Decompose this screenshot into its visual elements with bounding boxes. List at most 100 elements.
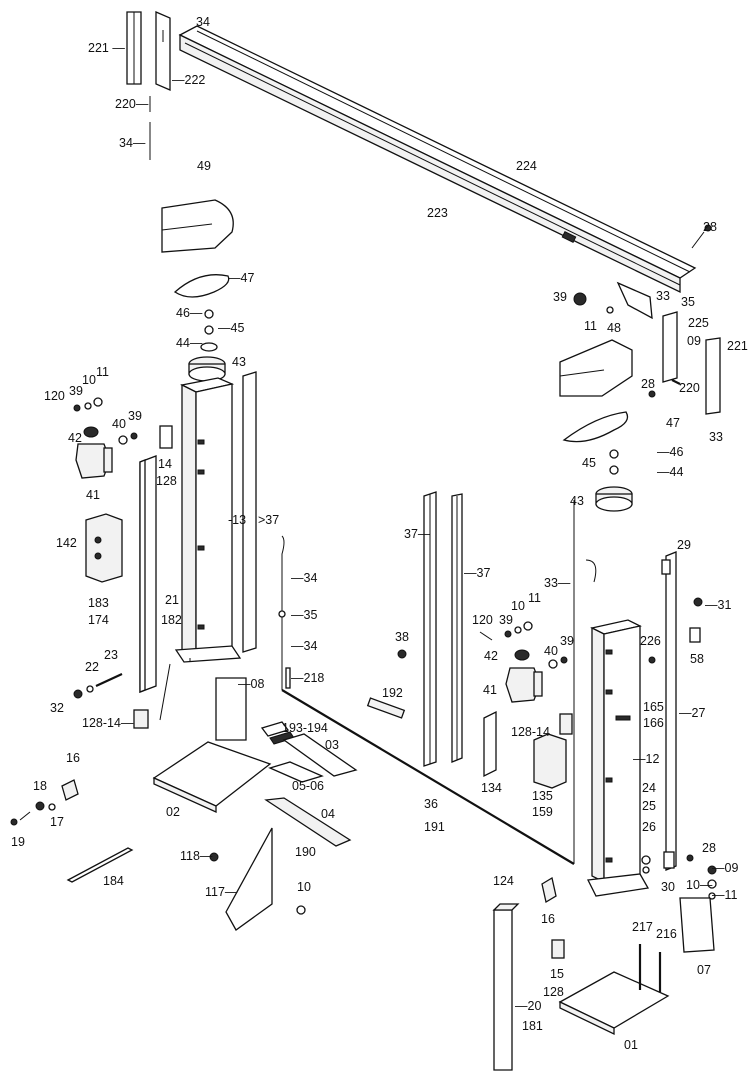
part-label-43a: 43 — [232, 355, 246, 369]
part-label-16b: 16 — [541, 912, 555, 926]
part-label-40a: 40 — [112, 417, 126, 431]
part-label-37c: —37 — [464, 566, 490, 580]
part-label-47a: —47 — [228, 271, 254, 285]
part-label-193-194: 193-194 — [282, 721, 328, 735]
part-label-48: 48 — [607, 321, 621, 335]
part-label-42b: 42 — [484, 649, 498, 663]
part-label-37a: >37 — [258, 513, 279, 527]
part-label-217: 217 — [632, 920, 653, 934]
part-label-16a: 16 — [66, 751, 80, 765]
part-label-10a: 10 — [82, 373, 96, 387]
part-label-174: 174 — [88, 613, 109, 627]
part-label-21: 21 — [165, 593, 179, 607]
part-label-30: 30 — [661, 880, 675, 894]
part-label-15: 15 — [550, 967, 564, 981]
part-label-46a: 46— — [176, 306, 203, 320]
part-label-32: 32 — [50, 701, 64, 715]
part-label-42a: 42 — [68, 431, 82, 445]
part-label-47b: 47 — [666, 416, 680, 430]
top-left-channels — [126, 11, 171, 160]
part-label-08: —08 — [238, 677, 264, 691]
left-cable — [278, 535, 291, 690]
part-label-41b: 41 — [483, 683, 497, 697]
part-label-33a: 33 — [656, 289, 670, 303]
left-lock-parts — [73, 663, 171, 729]
overhead-beam — [178, 25, 697, 320]
part-label-218: —218 — [291, 671, 324, 685]
part-label-120b: 120 — [472, 613, 493, 627]
right-base-parts — [541, 865, 717, 1036]
part-label-128-14a: 128-14— — [82, 716, 134, 730]
part-label-34a: 34 — [196, 15, 210, 29]
part-label-13: -13 — [228, 513, 246, 527]
part-label-117: 117— — [205, 885, 238, 899]
part-label-11d: —11 — [712, 888, 738, 902]
part-label-134: 134 — [481, 781, 502, 795]
part-label-33b: 33 — [709, 430, 723, 444]
part-label-01: 01 — [624, 1038, 638, 1052]
part-label-03: 03 — [325, 738, 339, 752]
left-guard-plate — [209, 827, 306, 931]
part-label-220a: 220— — [115, 97, 149, 111]
right-motor — [479, 621, 568, 703]
part-label-192: 192 — [382, 686, 403, 700]
part-label-17: 17 — [50, 815, 64, 829]
part-label-128a: 128 — [156, 474, 177, 488]
part-label-45b: 45 — [582, 456, 596, 470]
part-label-39e: 39 — [560, 634, 574, 648]
part-label-09a: 09 — [687, 334, 701, 348]
part-label-05-06: 05-06 — [292, 779, 324, 793]
part-label-31: —31 — [705, 598, 731, 612]
left-cover-strip — [242, 371, 257, 653]
left-small-plates — [260, 721, 358, 847]
left-side-panel — [139, 455, 157, 693]
part-label-44b: —44 — [657, 465, 683, 479]
part-label-04: 04 — [321, 807, 335, 821]
part-label-41a: 41 — [86, 488, 100, 502]
part-label-14a: 14 — [158, 457, 172, 471]
part-label-191: 191 — [424, 820, 445, 834]
center-covers — [366, 491, 463, 767]
part-label-28a: 28 — [703, 220, 717, 234]
part-label-35b: —35 — [291, 608, 317, 622]
part-label-184: 184 — [103, 874, 124, 888]
part-label-142: 142 — [56, 536, 77, 550]
part-label-39c: 39 — [128, 409, 142, 423]
part-label-29: 29 — [677, 538, 691, 552]
part-label-165: 165 — [643, 700, 664, 714]
right-belt — [562, 411, 629, 443]
left-motor-cover — [161, 199, 234, 253]
part-label-19: 19 — [11, 835, 25, 849]
left-column — [174, 377, 242, 663]
left-pulley-stack — [188, 309, 226, 382]
part-label-20: —20 — [515, 999, 541, 1013]
part-label-09b: —09 — [712, 861, 738, 875]
right-motor-cover — [559, 339, 633, 397]
right-top-hardware — [573, 224, 721, 415]
part-label-45a: —45 — [218, 321, 244, 335]
left-control-box — [85, 513, 123, 583]
part-label-216: 216 — [656, 927, 677, 941]
part-label-58: 58 — [690, 652, 704, 666]
part-label-28c: 28 — [702, 841, 716, 855]
part-label-181: 181 — [522, 1019, 543, 1033]
part-label-27: —27 — [679, 706, 705, 720]
part-label-34b: 34— — [119, 136, 146, 150]
part-label-25: 25 — [642, 799, 656, 813]
part-label-223: 223 — [427, 206, 448, 220]
part-label-183: 183 — [88, 596, 109, 610]
part-label-33c: 33— — [544, 576, 571, 590]
part-label-34c: —34 — [291, 571, 317, 585]
part-label-18: 18 — [33, 779, 47, 793]
part-label-39d: 39 — [499, 613, 513, 627]
part-label-225: 225 — [688, 316, 709, 330]
part-label-120a: 120 — [44, 389, 65, 403]
part-label-02: 02 — [166, 805, 180, 819]
part-label-159: 159 — [532, 805, 553, 819]
part-label-128-14b: 128-14 — [511, 725, 550, 739]
right-column — [587, 619, 656, 897]
part-label-39a: 39 — [553, 290, 567, 304]
part-label-23: 23 — [104, 648, 118, 662]
part-label-221b: 221 — [727, 339, 748, 353]
